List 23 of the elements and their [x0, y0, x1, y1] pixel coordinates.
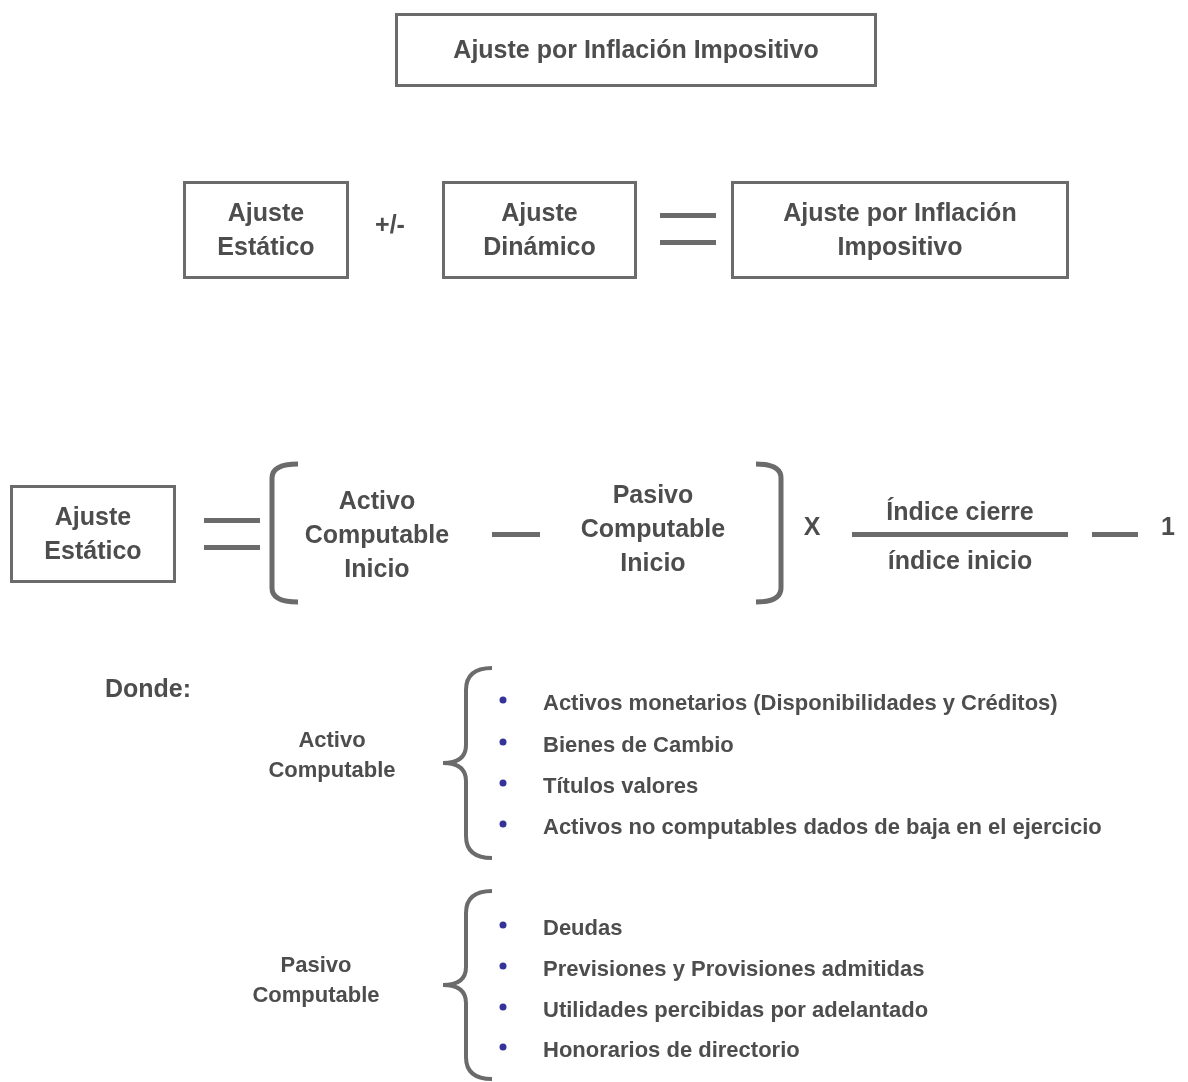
formula-term: Activo Computable Inicio — [303, 485, 451, 584]
list-item: Bienes de Cambio — [543, 731, 734, 759]
list-item: Activos monetarios (Disponibilidades y Créditos) — [543, 689, 1058, 717]
formula-box: Ajuste Estático — [183, 181, 349, 279]
list-item: Previsiones y Provisiones admitidas — [543, 955, 925, 983]
formula-term: Pasivo Computable Inicio — [579, 479, 727, 578]
numerator-text: Índice cierre — [886, 496, 1034, 527]
list-item: Deudas — [543, 914, 623, 942]
list-item: Títulos valores — [543, 772, 699, 800]
formula-box: Ajuste por Inflación Impositivo — [731, 181, 1069, 279]
list-item: Honorarios de directorio — [543, 1036, 800, 1064]
category-label: Pasivo Computable — [251, 951, 381, 1009]
formula-box: Ajuste Estático — [10, 485, 176, 583]
section-heading: Donde: — [105, 673, 192, 704]
denominator-text: índice inicio — [887, 545, 1033, 576]
list-item: Activos no computables dados de baja en el ejercicio — [543, 813, 1102, 841]
list-item: Utilidades percibidas por adelantado — [543, 996, 929, 1024]
operator-sign: +/- — [375, 209, 405, 240]
formula-box: Ajuste por Inflación Impositivo — [395, 13, 877, 87]
operator-sign: X — [803, 511, 821, 542]
formula-term: 1 — [1161, 511, 1175, 542]
formula-box: Ajuste Dinámico — [442, 181, 637, 279]
category-label: Activo Computable — [267, 726, 397, 784]
